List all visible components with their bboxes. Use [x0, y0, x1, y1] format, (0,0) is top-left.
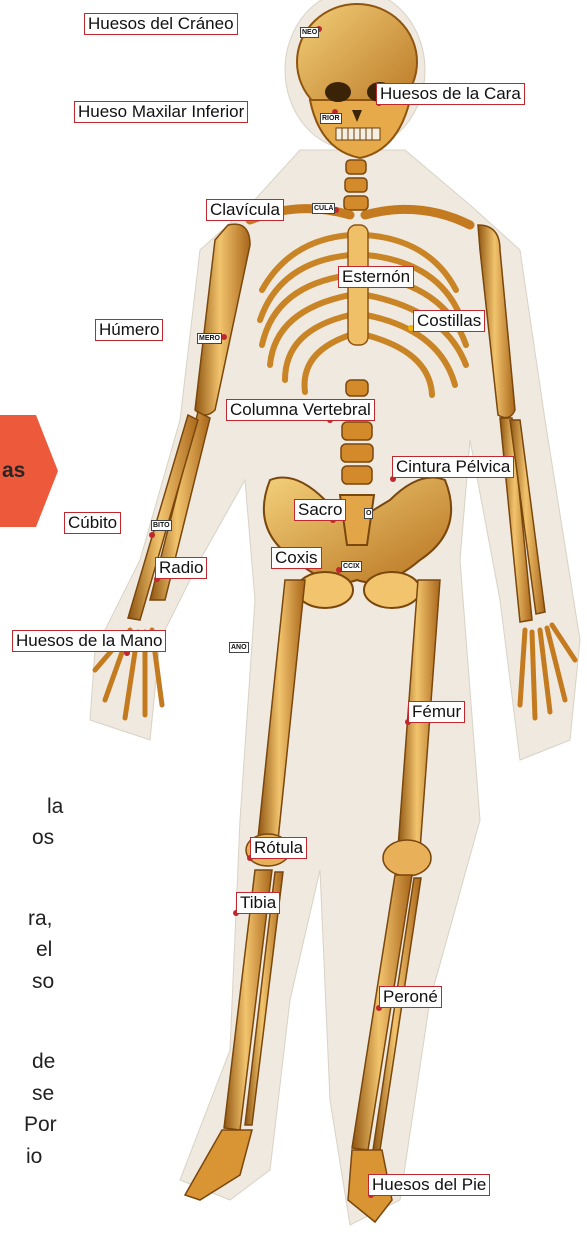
- label-perone: Peroné: [379, 986, 442, 1008]
- label-cintura-pelvica: Cintura Pélvica: [392, 456, 514, 478]
- body-halo: [90, 0, 580, 1225]
- label-rotula: Rótula: [250, 837, 307, 859]
- cubito-pointer-dot: [149, 532, 155, 538]
- label-coxis: Coxis: [271, 547, 322, 569]
- label-tag-clavicula: CULA: [312, 203, 335, 214]
- label-huesos-de-la-cara: Huesos de la Cara: [376, 83, 525, 105]
- label-femur: Fémur: [408, 701, 465, 723]
- label-costillas: Costillas: [413, 310, 485, 332]
- label-cubito: Cúbito: [64, 512, 121, 534]
- label-sacro: Sacro: [294, 499, 346, 521]
- label-columna-vertebral: Columna Vertebral: [226, 399, 375, 421]
- label-humero: Húmero: [95, 319, 163, 341]
- label-tag-cubito: BITO: [151, 520, 172, 531]
- label-radio: Radio: [155, 557, 207, 579]
- label-huesos-del-craneo: Huesos del Cráneo: [84, 13, 238, 35]
- label-tag-maxilar: RIOR: [320, 113, 342, 124]
- label-tibia: Tibia: [236, 892, 280, 914]
- label-tag-mano: ANO: [229, 642, 249, 653]
- label-esternon: Esternón: [338, 266, 414, 288]
- label-huesos-de-la-mano: Huesos de la Mano: [12, 630, 166, 652]
- label-tag-humero: MERO: [197, 333, 222, 344]
- label-tag-sacro: O: [364, 508, 373, 519]
- label-hueso-maxilar-inferior: Hueso Maxilar Inferior: [74, 101, 248, 123]
- label-huesos-del-pie: Huesos del Pie: [368, 1174, 490, 1196]
- label-tag-craneo: NEO: [300, 27, 319, 38]
- label-clavicula: Clavícula: [206, 199, 284, 221]
- label-tag-coxis: CCIX: [341, 561, 362, 572]
